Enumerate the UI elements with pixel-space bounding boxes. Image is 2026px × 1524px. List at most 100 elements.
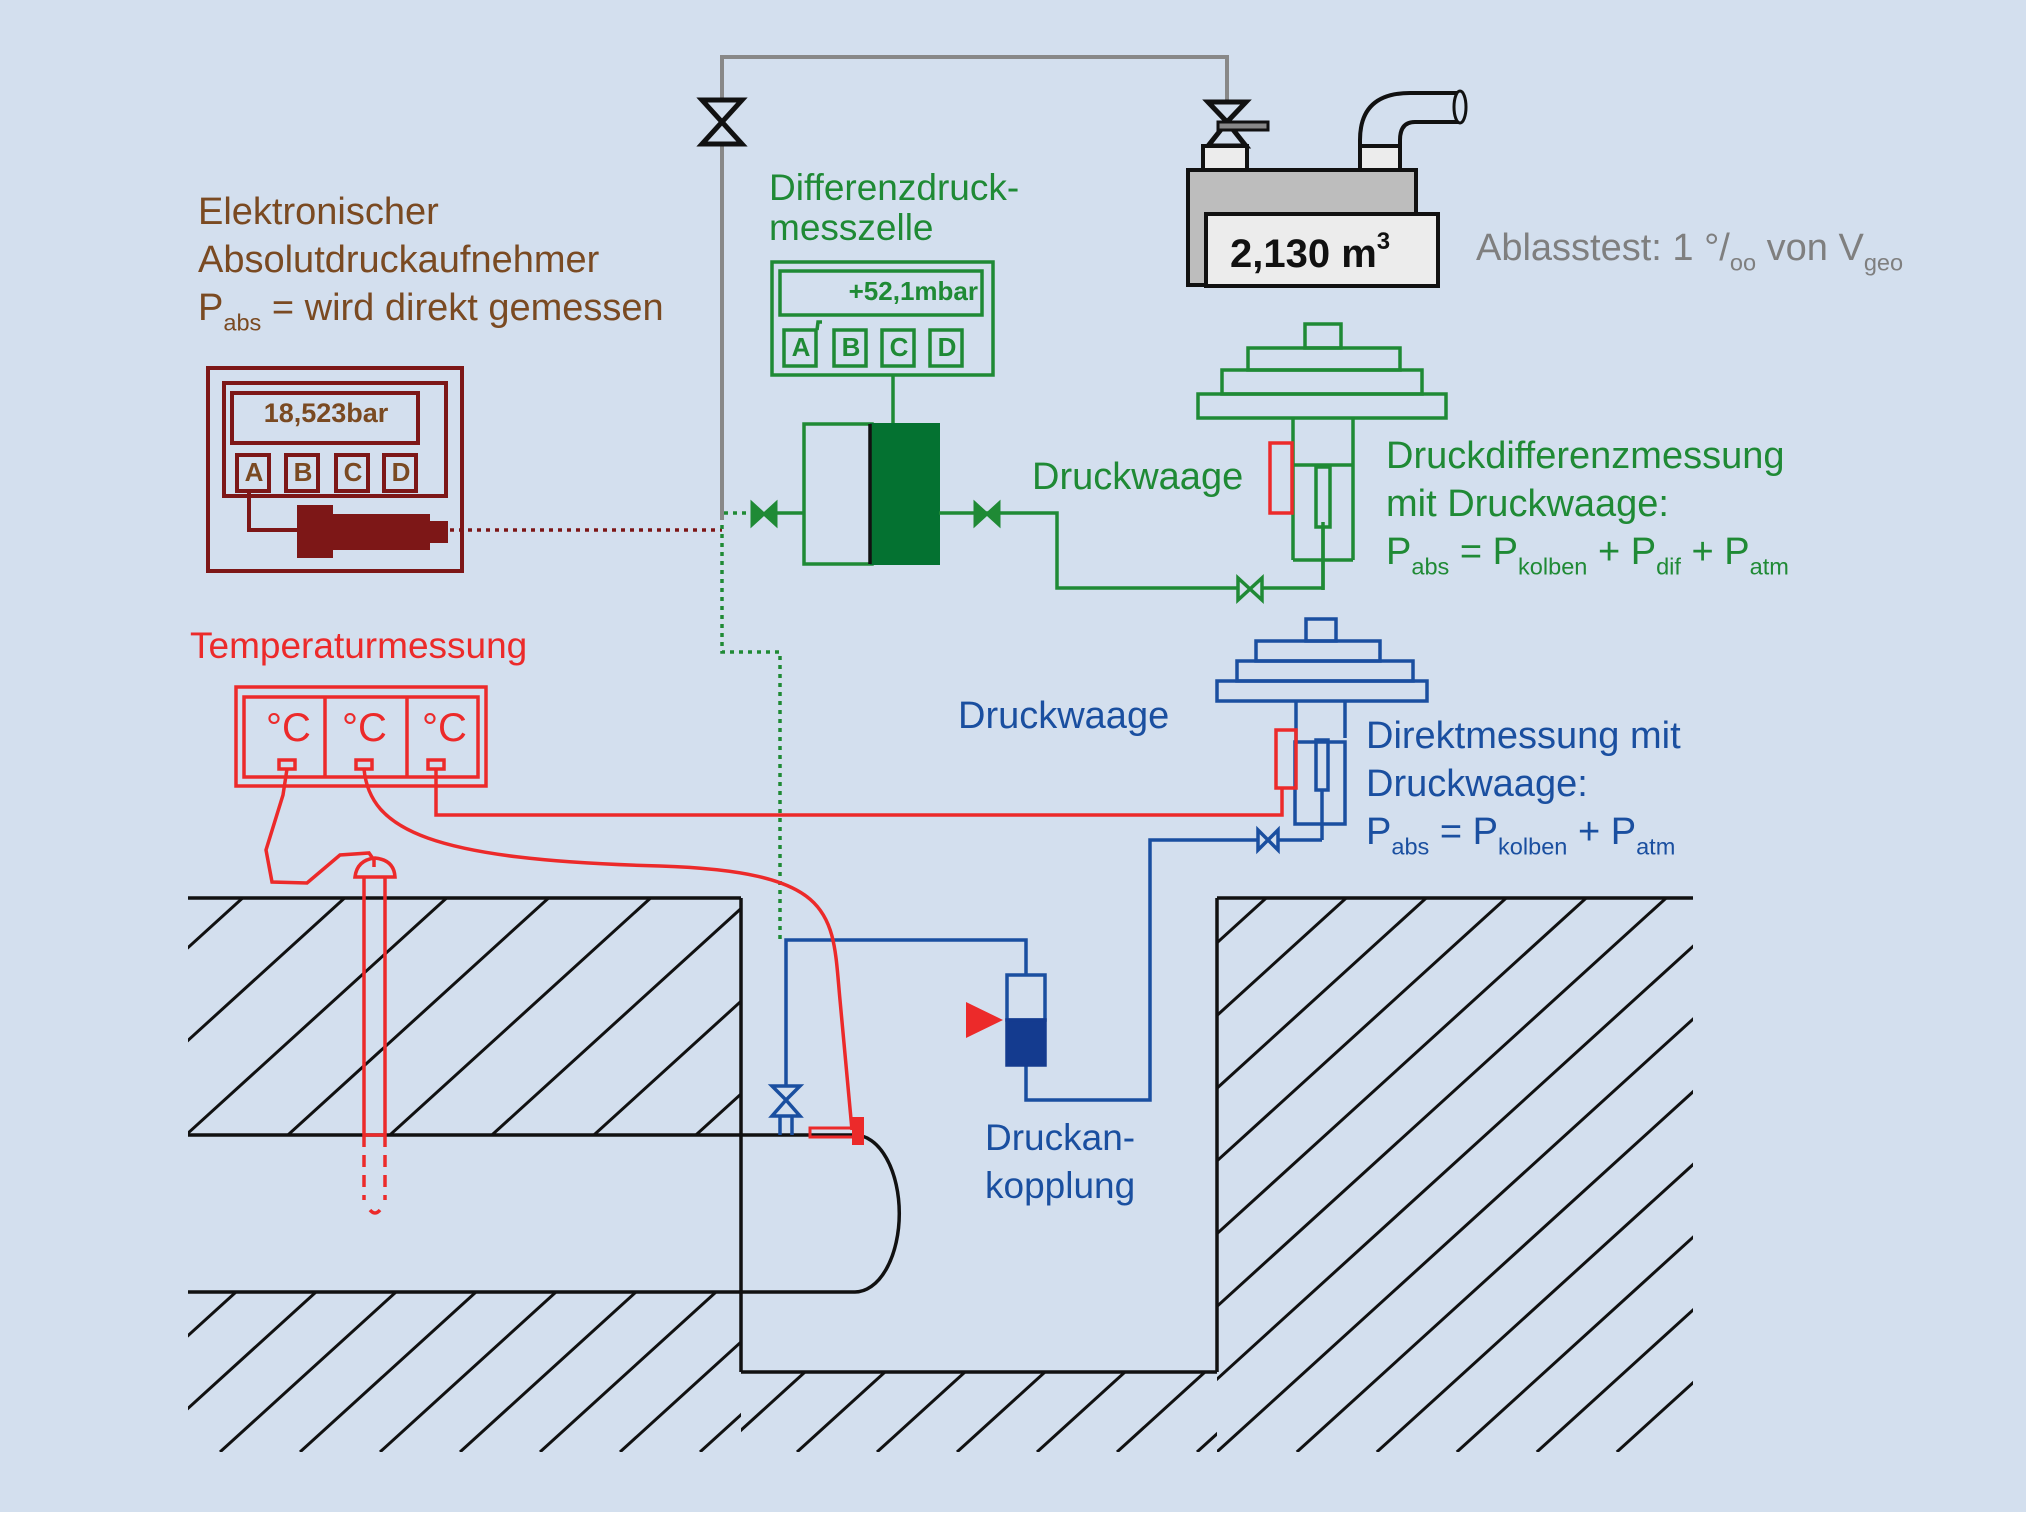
- blue-pipes: [784, 838, 1322, 1102]
- temperature-sensor-green-balance: [1268, 441, 1294, 515]
- absolute-key-b[interactable]: B: [293, 457, 313, 487]
- diff-cell-title-line2: messzelle: [769, 207, 934, 248]
- formula-p: P: [198, 287, 224, 329]
- absolute-pressure-transducer: [206, 366, 464, 573]
- differential-pressure-cell: [802, 422, 940, 566]
- coupling-label-line2: kopplung: [985, 1165, 1136, 1206]
- temperature-channel-1: °C: [266, 706, 311, 750]
- hatch-line: [378, 1292, 558, 1452]
- ablasstest-main: Ablasstest: 1 °/: [1476, 227, 1730, 269]
- hatch-line: [1217, 898, 1588, 1236]
- hatch-line: [694, 1091, 741, 1135]
- formula-sub: dif: [1656, 553, 1681, 580]
- formula-rest: = wird direkt gemessen: [261, 287, 664, 329]
- valve-blue-right-icon[interactable]: [1256, 825, 1280, 855]
- hatch-line: [1217, 898, 1428, 1091]
- hatch-line: [1115, 1372, 1207, 1452]
- gas-meter-volume: 2,130 m3: [1230, 228, 1390, 277]
- valve-green-left-icon[interactable]: [750, 499, 778, 529]
- diff-key-a[interactable]: A: [791, 332, 811, 362]
- hatch-line: [1217, 898, 1268, 945]
- formula-term: P: [1472, 811, 1498, 853]
- valve-green-bottom-icon[interactable]: [1236, 574, 1264, 604]
- pressure-probe-icon: [297, 505, 448, 558]
- wall-temperature-sensor-icon: [808, 1117, 864, 1145]
- hatch-line: [795, 1372, 887, 1452]
- direct-balance-desc-line2: Druckwaage:: [1366, 763, 1588, 805]
- direct-balance-label: Druckwaage: [958, 695, 1170, 737]
- hatch-line: [1295, 1089, 1693, 1452]
- hatch-line: [0, 898, 141, 1135]
- formula-term: P: [1366, 811, 1392, 853]
- differential-pressure-readout: +52,1mbar: [848, 276, 978, 306]
- formula-sub: atm: [1749, 553, 1789, 580]
- valve-green-right-icon[interactable]: [973, 499, 1001, 529]
- diff-key-c[interactable]: C: [889, 332, 909, 362]
- hatch-line: [188, 898, 244, 950]
- hatch-line: [0, 1292, 156, 1452]
- valve-blue-left-icon[interactable]: [767, 1084, 805, 1135]
- formula-op: =: [1429, 811, 1473, 853]
- hatch-line: [1697, 898, 2026, 1452]
- absolute-key-c[interactable]: C: [343, 457, 363, 487]
- pressure-coupling-icon: [966, 973, 1047, 1067]
- diff-balance-formula: Pabs = Pkolben + Pdif + Patm: [1386, 530, 1789, 578]
- diff-balance-desc-line2: mit Druckwaage:: [1386, 483, 1669, 525]
- absolute-key-d[interactable]: D: [391, 457, 411, 487]
- formula-term: P: [1386, 531, 1412, 573]
- hatch-line: [286, 898, 550, 1135]
- shutoff-valve-icon[interactable]: [696, 97, 748, 147]
- absolute-sensor-title-line2: Absolutdruckaufnehmer: [198, 239, 600, 281]
- temperature-channel-2: °C: [342, 706, 387, 750]
- formula-sub: kolben: [1498, 833, 1568, 860]
- formula-sub: abs: [1411, 553, 1450, 580]
- hatch-line: [1375, 1162, 1693, 1452]
- direct-balance-formula: Pabs = Pkolben + Patm: [1366, 810, 1675, 858]
- formula-op: +: [1587, 531, 1631, 573]
- direct-balance-desc-line1: Direktmessung mit: [1366, 715, 1681, 757]
- diff-key-d[interactable]: D: [937, 332, 957, 362]
- formula-op: +: [1680, 531, 1725, 573]
- formula-sub: abs: [1391, 833, 1430, 860]
- absolute-sensor-formula: Pabs = wird direkt gemessen: [198, 286, 664, 334]
- ground-hatching: [0, 898, 2026, 1452]
- hatch-line: [188, 1292, 238, 1338]
- absolute-key-a[interactable]: A: [244, 457, 264, 487]
- hatch-line: [458, 1292, 638, 1452]
- hatch-line: [618, 1339, 741, 1452]
- temperature-title: Temperaturmessung: [190, 625, 528, 666]
- hatch-line: [298, 1292, 478, 1452]
- temperature-cables: [264, 768, 1284, 1131]
- hatch-line: [1217, 898, 1348, 1018]
- hatch-line: [592, 999, 741, 1135]
- hatch-line: [538, 1292, 718, 1452]
- hatch-line: [188, 1292, 318, 1411]
- ablasstest-geo-sub: geo: [1863, 249, 1904, 276]
- bypass-line: [720, 55, 1229, 520]
- diff-cell-title-line1: Differenzdruck-: [769, 167, 1020, 208]
- coupling-label-line1: Druckan-: [985, 1117, 1136, 1158]
- hatch-line: [875, 1372, 967, 1452]
- hatch-line: [1455, 1235, 1693, 1452]
- ablasstest-permille-sub: oo: [1729, 249, 1757, 276]
- diff-balance-desc-line1: Druckdifferenzmessung: [1386, 435, 1785, 477]
- diff-key-b[interactable]: B: [841, 332, 861, 362]
- formula-sub: atm: [1636, 833, 1676, 860]
- hatch-line: [1535, 1307, 1693, 1452]
- absolute-pressure-readout: 18,523bar: [263, 398, 389, 428]
- hatch-line: [1217, 944, 1693, 1382]
- formula-sub: kolben: [1518, 553, 1588, 580]
- ground-outline: [188, 896, 1693, 1374]
- formula-op: =: [1449, 531, 1493, 573]
- ablasstest-label: Ablasstest: 1 °/oo von Vgeo: [1476, 226, 1903, 274]
- hatch-line: [1195, 1431, 1217, 1452]
- ablasstest-mid: von V: [1756, 227, 1864, 269]
- volume-value: 2,130 m: [1230, 232, 1377, 276]
- hatch-line: [1217, 898, 1668, 1309]
- hatch-line: [490, 906, 741, 1135]
- hatch-line: [1217, 1017, 1693, 1452]
- hatch-line: [1615, 1380, 1693, 1452]
- differential-pressure-display: [770, 260, 995, 423]
